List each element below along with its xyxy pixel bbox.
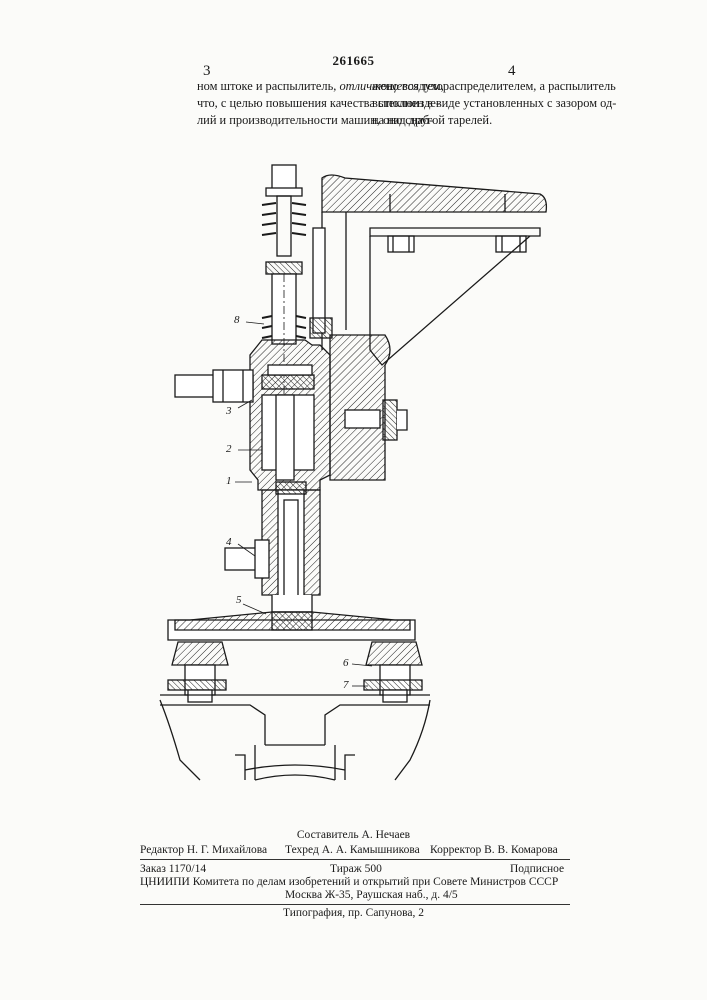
part-label-8: 8 <box>234 314 240 326</box>
upper-arm <box>322 175 546 212</box>
part-label-1: 1 <box>226 475 232 487</box>
printer-line: Типография, пр. Сапунова, 2 <box>0 906 707 920</box>
institute-line: ЦНИИПИ Комитета по делам изобретений и о… <box>140 875 558 889</box>
part-label-5: 5 <box>236 594 242 606</box>
part-label-3: 3 <box>226 405 232 417</box>
order-line: Заказ 1170/14 <box>140 862 206 876</box>
technical-drawing <box>0 0 707 800</box>
circulation-line: Тираж 500 <box>330 862 382 876</box>
editor-line: Редактор Н. Г. Михайлова <box>140 843 267 857</box>
part-label-7: 7 <box>343 679 349 691</box>
part-label-2: 2 <box>226 443 232 455</box>
address-line: Москва Ж-35, Раушская наб., д. 4/5 <box>285 888 458 902</box>
compiler-line: Составитель А. Нечаев <box>0 828 707 842</box>
footer-rule-2 <box>140 904 570 905</box>
techred-line: Техред А. А. Камышникова <box>285 843 420 857</box>
part-label-4: 4 <box>226 536 232 548</box>
subscription-line: Подписное <box>510 862 564 876</box>
corrector-line: Корректор В. В. Комарова <box>430 843 558 857</box>
footer-rule <box>140 859 570 860</box>
part-label-6: 6 <box>343 657 349 669</box>
